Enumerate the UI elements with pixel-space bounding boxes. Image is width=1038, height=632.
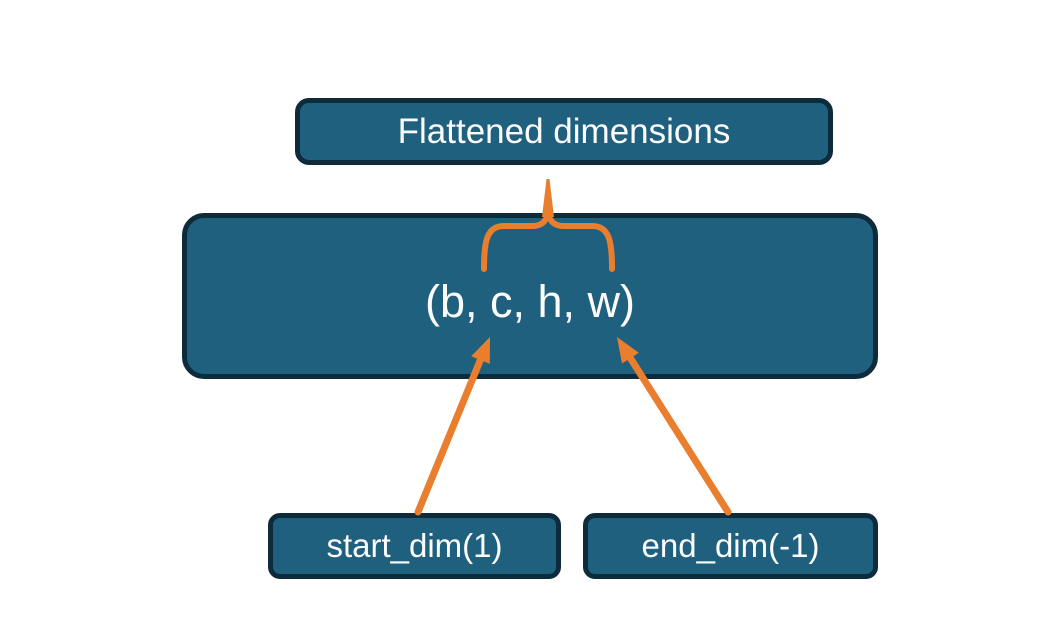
- start-dim-label: start_dim(1): [326, 527, 503, 564]
- tensor-shape-box: (b, c, h, w): [182, 213, 878, 379]
- flattened-dimensions-label: Flattened dimensions: [397, 111, 731, 151]
- flattened-dimensions-box: Flattened dimensions: [295, 98, 833, 165]
- start-dim-box: start_dim(1): [268, 513, 561, 579]
- brace-stem: [542, 179, 554, 217]
- tensor-shape-label: (b, c, h, w): [424, 276, 636, 327]
- end-dim-arrow-line: [625, 352, 732, 516]
- end-dim-label: end_dim(-1): [641, 527, 820, 564]
- start-dim-arrow-line: [414, 352, 486, 516]
- end-dim-box: end_dim(-1): [583, 513, 878, 579]
